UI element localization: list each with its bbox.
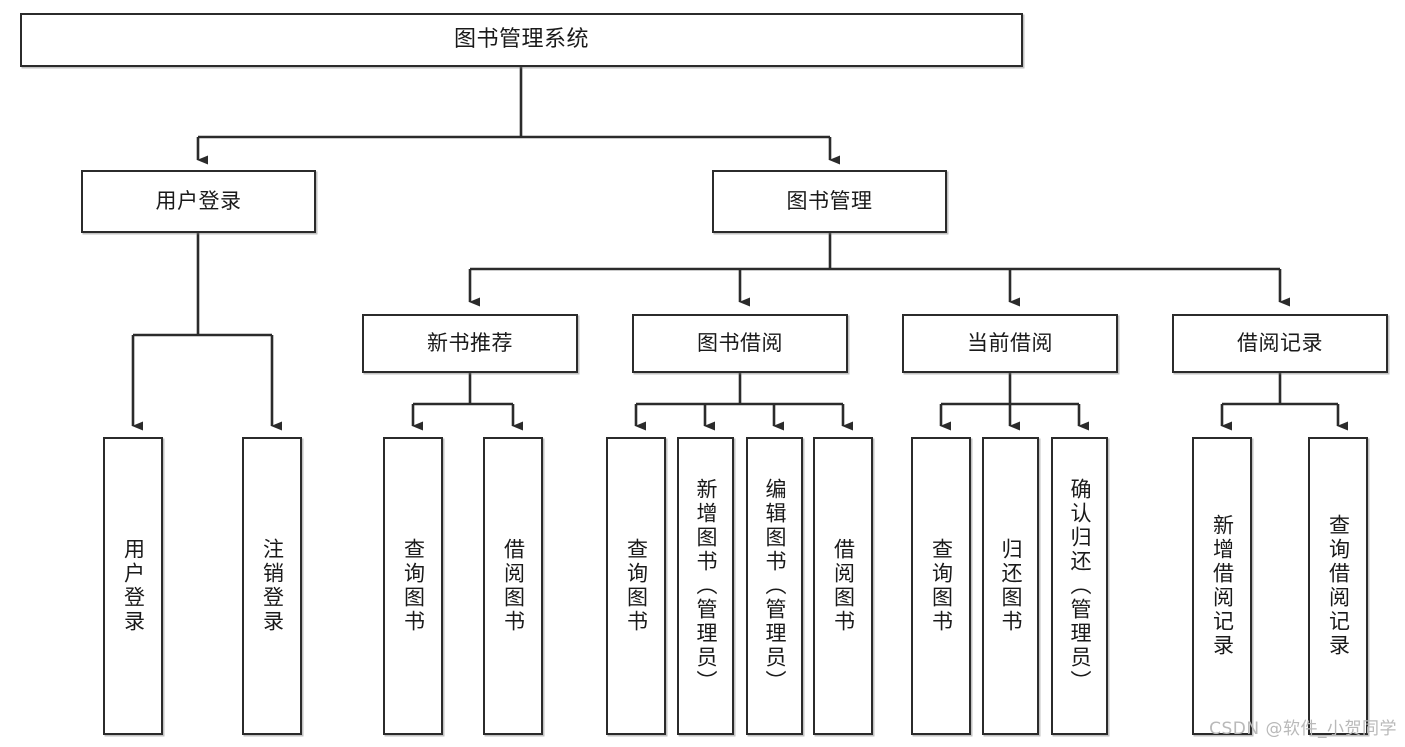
leaf-return-book[interactable]: 归还图书 <box>982 437 1039 735</box>
node-label: 编辑图书（管理员） <box>763 478 787 694</box>
node-book-manage[interactable]: 图书管理 <box>712 170 947 233</box>
node-label: 新增图书（管理员） <box>694 478 718 694</box>
leaf-query-book-recommend[interactable]: 查询图书 <box>383 437 443 735</box>
node-label: 查询图书 <box>624 538 649 634</box>
node-label: 图书管理系统 <box>453 26 589 52</box>
node-borrow-record[interactable]: 借阅记录 <box>1172 314 1388 373</box>
node-label: 借阅图书 <box>501 538 526 634</box>
csdn-watermark: CSDN @软件_小贺同学 <box>1209 719 1397 739</box>
node-label: 新书推荐 <box>427 330 513 355</box>
node-label: 归还图书 <box>999 538 1023 634</box>
leaf-borrow-book[interactable]: 借阅图书 <box>813 437 873 735</box>
node-label: 图书借阅 <box>697 330 783 355</box>
node-root-system[interactable]: 图书管理系统 <box>20 13 1023 67</box>
leaf-user-logout[interactable]: 注销登录 <box>242 437 302 735</box>
node-label: 用户登录 <box>121 538 146 634</box>
leaf-query-borrow-record[interactable]: 查询借阅记录 <box>1308 437 1368 735</box>
leaf-user-login[interactable]: 用户登录 <box>103 437 163 735</box>
node-new-book-recommend[interactable]: 新书推荐 <box>362 314 578 373</box>
node-user-login[interactable]: 用户登录 <box>81 170 316 233</box>
node-label: 查询图书 <box>929 538 954 634</box>
node-label: 查询借阅记录 <box>1326 514 1351 658</box>
node-label: 确认归还（管理员） <box>1068 478 1092 694</box>
node-label: 注销登录 <box>260 538 285 634</box>
node-label: 新增借阅记录 <box>1210 514 1235 658</box>
leaf-borrow-book-recommend[interactable]: 借阅图书 <box>483 437 543 735</box>
node-book-borrow[interactable]: 图书借阅 <box>632 314 848 373</box>
node-label: 查询图书 <box>401 538 426 634</box>
leaf-query-book-borrow[interactable]: 查询图书 <box>606 437 666 735</box>
leaf-edit-book[interactable]: 编辑图书（管理员） <box>746 437 803 735</box>
leaf-add-borrow-record[interactable]: 新增借阅记录 <box>1192 437 1252 735</box>
leaf-query-book-current[interactable]: 查询图书 <box>911 437 971 735</box>
node-current-borrow[interactable]: 当前借阅 <box>902 314 1118 373</box>
node-label: 用户登录 <box>155 188 242 213</box>
node-label: 图书管理 <box>786 188 873 213</box>
node-label: 当前借阅 <box>967 330 1053 355</box>
node-label: 借阅记录 <box>1237 330 1323 355</box>
node-label: 借阅图书 <box>831 538 856 634</box>
leaf-confirm-return[interactable]: 确认归还（管理员） <box>1051 437 1108 735</box>
leaf-add-book[interactable]: 新增图书（管理员） <box>677 437 734 735</box>
